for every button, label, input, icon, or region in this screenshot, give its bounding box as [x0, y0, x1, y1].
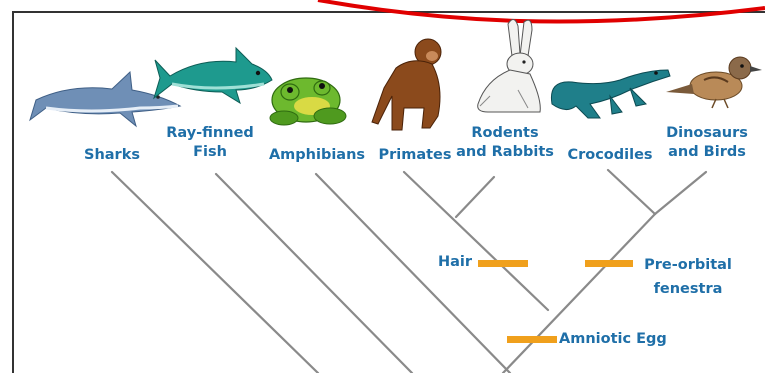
branch-archosaur-stem — [503, 214, 655, 373]
taxon-label-amphibians: Amphibians — [262, 146, 372, 165]
trait-label-pre-orbital-fenestra: Pre-orbital fenestra — [638, 253, 738, 301]
branch-ray-finned-fish — [216, 174, 412, 373]
trait-bar-pre-orbital — [585, 260, 633, 267]
branch-crocodiles — [608, 170, 655, 214]
frog-icon — [270, 78, 346, 125]
taxon-label-crocodiles: Crocodiles — [560, 146, 660, 165]
fish-icon — [154, 48, 272, 103]
crocodile-icon — [551, 70, 670, 118]
red-annotation-stroke — [318, 0, 765, 21]
branch-dinosaurs-birds — [655, 172, 706, 214]
ape-icon — [372, 39, 441, 130]
taxon-label-ray-finned-fish: Ray-finned Fish — [160, 124, 260, 162]
branch-amphibians — [316, 174, 510, 373]
trait-bar-hair — [478, 260, 528, 267]
trait-label-hair: Hair — [438, 253, 472, 272]
taxon-label-dinosaurs-birds: Dinosaurs and Birds — [658, 124, 756, 162]
bird-icon — [666, 57, 762, 108]
branch-rodents-rabbits — [456, 177, 494, 217]
taxon-label-rodents-rabbits: Rodents and Rabbits — [452, 124, 558, 162]
rabbit-icon — [478, 19, 541, 112]
taxon-label-primates: Primates — [372, 146, 458, 165]
figure-border — [13, 12, 765, 373]
taxon-label-sharks: Sharks — [80, 146, 144, 165]
branch-sharks — [112, 172, 318, 373]
shark-icon — [30, 72, 180, 126]
trait-bar-amniotic-egg — [507, 336, 557, 343]
branch-primates — [404, 172, 548, 310]
trait-label-amniotic-egg: Amniotic Egg — [559, 330, 667, 349]
